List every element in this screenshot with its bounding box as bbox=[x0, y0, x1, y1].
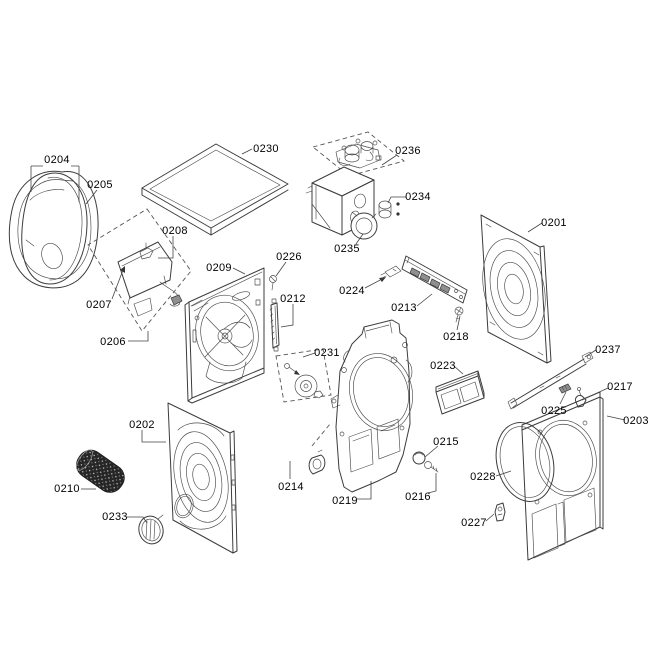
leader-0224 bbox=[364, 277, 385, 289]
leader-0231 bbox=[302, 352, 316, 358]
part-label-0228: 0228 bbox=[470, 471, 496, 483]
part-filter-tray-0223 bbox=[435, 370, 485, 415]
leader-0202 bbox=[141, 430, 166, 443]
part-label-0233: 0233 bbox=[102, 511, 128, 523]
part-pulley-kit-0231 bbox=[275, 348, 332, 403]
part-rear-panel-0209 bbox=[184, 267, 265, 404]
part-cap-0233 bbox=[138, 514, 164, 545]
part-label-0224: 0224 bbox=[339, 285, 365, 297]
part-door-panel-0204 bbox=[8, 170, 99, 289]
part-connector-0224 bbox=[380, 265, 402, 279]
leader-0212 bbox=[280, 304, 294, 328]
part-side-panel-0202 bbox=[167, 402, 238, 554]
part-strip-0212 bbox=[269, 298, 280, 352]
part-bulkhead-0219 bbox=[311, 319, 413, 493]
leader-0223 bbox=[453, 365, 464, 375]
part-valve-assembly-0236 bbox=[312, 131, 405, 177]
leader-0215 bbox=[424, 445, 439, 458]
part-label-0201: 0201 bbox=[541, 217, 567, 229]
parts-artwork bbox=[8, 131, 604, 561]
part-label-0210: 0210 bbox=[54, 483, 80, 495]
leader-0216 bbox=[427, 473, 437, 494]
arrow-0207 bbox=[120, 266, 125, 273]
part-pump-0207 bbox=[117, 241, 183, 317]
part-label-0214: 0214 bbox=[278, 481, 304, 493]
leader-0233 bbox=[127, 516, 148, 524]
part-control-strip-0213 bbox=[401, 255, 468, 304]
leader-0236 bbox=[381, 154, 398, 166]
part-label-0205: 0205 bbox=[87, 179, 113, 191]
part-label-0206: 0206 bbox=[100, 336, 126, 348]
leader-0213 bbox=[416, 293, 433, 307]
part-label-0208: 0208 bbox=[162, 225, 188, 237]
part-front-panel-0203 bbox=[521, 391, 604, 561]
part-screw-0216 bbox=[424, 461, 439, 473]
leader-0230 bbox=[241, 148, 253, 155]
leader-0209 bbox=[232, 267, 246, 275]
part-top-panel-0230 bbox=[141, 143, 289, 236]
leader-0201 bbox=[527, 222, 543, 233]
part-label-0209: 0209 bbox=[206, 262, 232, 274]
leader-0206 bbox=[128, 331, 149, 342]
part-label-0235: 0235 bbox=[334, 243, 360, 255]
part-label-0237: 0237 bbox=[595, 344, 621, 356]
part-pump-0235 bbox=[350, 211, 378, 240]
part-label-0217: 0217 bbox=[607, 381, 633, 393]
part-label-0213: 0213 bbox=[391, 302, 417, 314]
part-hose-0210 bbox=[76, 449, 125, 493]
leader-0205 bbox=[85, 189, 98, 205]
leader-0225 bbox=[559, 391, 567, 405]
part-door-seal-0228 bbox=[495, 422, 555, 502]
part-clip-0208 bbox=[139, 242, 154, 260]
leader-0235 bbox=[355, 233, 364, 245]
part-bracket-0217 bbox=[575, 387, 587, 408]
part-label-0218: 0218 bbox=[443, 331, 469, 343]
leader-0234 bbox=[387, 196, 406, 204]
arrow-0224 bbox=[379, 277, 386, 282]
part-label-0234: 0234 bbox=[405, 191, 431, 203]
part-foot-0215 bbox=[412, 451, 426, 465]
part-label-0212: 0212 bbox=[280, 293, 306, 305]
part-side-panel-0201 bbox=[480, 214, 552, 364]
part-screw-0218 bbox=[454, 306, 464, 323]
part-screw-0226 bbox=[269, 275, 277, 291]
leader-0218 bbox=[456, 315, 461, 331]
part-labels: 0201 0202 0203 0204 0205 0206 0207 0208 … bbox=[44, 143, 649, 529]
part-label-0230: 0230 bbox=[253, 143, 279, 155]
part-label-0204: 0204 bbox=[44, 154, 70, 166]
part-label-0219: 0219 bbox=[332, 495, 358, 507]
leader-0204 bbox=[30, 165, 80, 202]
part-rod-0237 bbox=[507, 351, 594, 410]
leader-0228 bbox=[495, 470, 512, 477]
part-label-0215: 0215 bbox=[433, 436, 459, 448]
leader-0217 bbox=[581, 387, 609, 401]
part-hinge-0227 bbox=[494, 502, 506, 522]
part-label-0223: 0223 bbox=[430, 360, 456, 372]
part-label-0227: 0227 bbox=[461, 517, 487, 529]
part-label-0207: 0207 bbox=[86, 299, 112, 311]
part-clip-0225 bbox=[558, 383, 572, 394]
part-bracket-0214 bbox=[308, 449, 326, 475]
part-label-0226: 0226 bbox=[276, 251, 302, 263]
leader-lines bbox=[30, 148, 626, 524]
leader-0203 bbox=[606, 415, 626, 421]
part-label-0225: 0225 bbox=[541, 405, 567, 417]
leader-0227 bbox=[485, 513, 495, 522]
part-pump-group-0206 bbox=[87, 208, 192, 332]
part-label-0236: 0236 bbox=[395, 145, 421, 157]
leader-0207 bbox=[111, 269, 124, 300]
part-label-0231: 0231 bbox=[314, 347, 340, 359]
leader-0237 bbox=[584, 349, 597, 358]
leader-0226 bbox=[275, 261, 287, 277]
leader-0219 bbox=[357, 481, 372, 500]
part-grommet-0234 bbox=[378, 200, 400, 219]
part-label-0203: 0203 bbox=[623, 415, 649, 427]
part-label-0216: 0216 bbox=[405, 491, 431, 503]
leader-0208 bbox=[158, 236, 174, 259]
part-label-0202: 0202 bbox=[129, 419, 155, 431]
